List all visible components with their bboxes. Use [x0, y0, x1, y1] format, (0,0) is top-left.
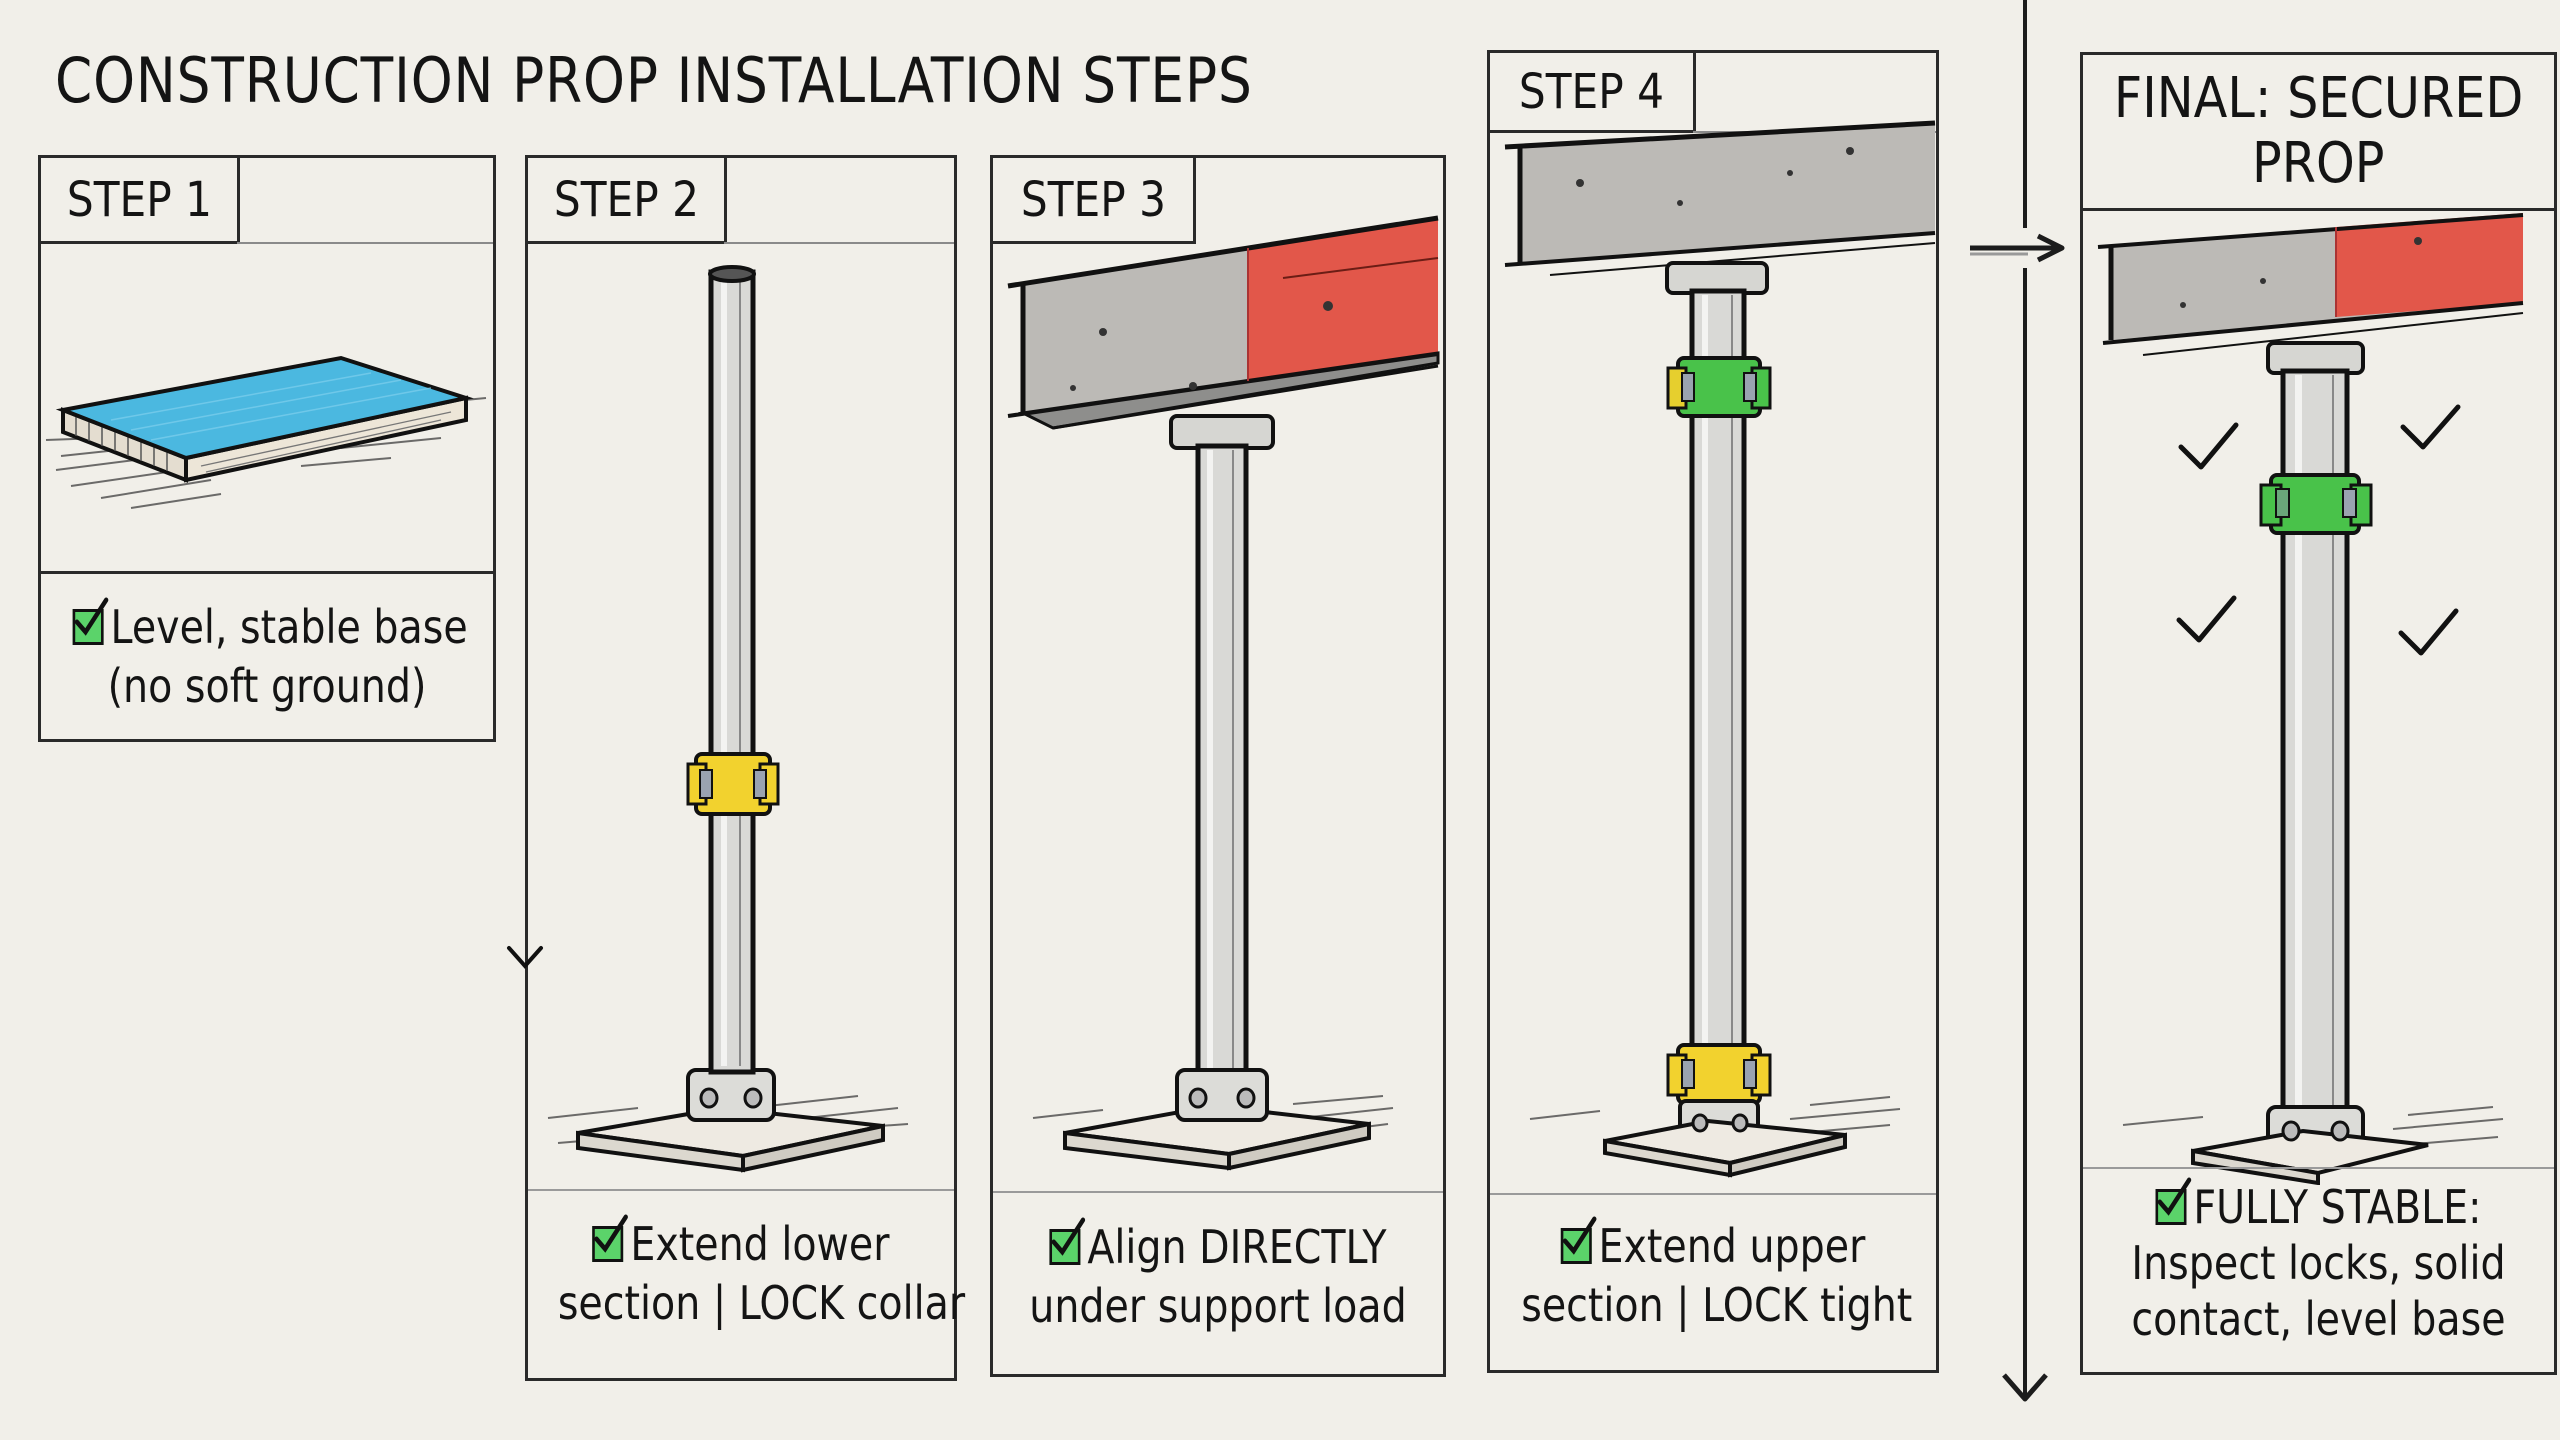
step-3-panel: STEP 3	[990, 155, 1446, 1377]
step-2-label: STEP 2	[553, 171, 699, 228]
caption-line: Extend upper	[1598, 1219, 1866, 1273]
caption-line: (no soft ground)	[107, 658, 427, 713]
prop-under-beam-illustration	[1007, 215, 1440, 1171]
page-title: CONSTRUCTION PROP INSTALLATION STEPS	[55, 44, 1253, 117]
blue-base-board-illustration	[45, 355, 487, 509]
divider-line-top	[2023, 0, 2027, 228]
prop-green-yellow-collars-illustration	[1504, 120, 1936, 1178]
step-1-header: STEP 1	[41, 158, 240, 244]
final-caption: FULLY STABLE: Inspect locks, solid conta…	[2083, 1177, 2554, 1347]
caption-divider	[528, 1189, 954, 1191]
checkbox-checked-icon	[72, 597, 109, 645]
checkbox-checked-icon	[2155, 1177, 2192, 1225]
caption-line: Level, stable base	[110, 600, 468, 654]
final-label-line-2: PROP	[2252, 130, 2385, 196]
caption-divider	[1490, 1193, 1936, 1195]
prop-with-yellow-collar-illustration	[547, 265, 909, 1173]
step-4-header: STEP 4	[1490, 53, 1696, 133]
step-4-caption: Extend upper section | LOCK tight	[1490, 1216, 1936, 1335]
step-2-panel: STEP 2	[525, 155, 966, 1381]
caption-divider	[993, 1191, 1443, 1193]
step-4-label: STEP 4	[1518, 63, 1665, 120]
header-rule	[237, 242, 493, 244]
secured-prop-illustration	[2097, 213, 2524, 1185]
step-2-header: STEP 2	[528, 158, 727, 244]
arrow-right-icon	[1970, 233, 2065, 263]
step-1-caption: Level, stable base (no soft ground)	[41, 597, 493, 716]
final-panel: FINAL: SECURED PROP	[2080, 52, 2557, 1375]
step-3-label: STEP 3	[1020, 171, 1166, 228]
caption-line: FULLY STABLE:	[2193, 1180, 2482, 1234]
arrow-down-icon	[2002, 1373, 2048, 1402]
caption-line: Extend lower	[630, 1217, 890, 1271]
checkbox-checked-icon	[592, 1214, 629, 1262]
final-label-line-1: FINAL: SECURED	[2113, 66, 2524, 132]
step-1-panel: STEP 1	[38, 155, 496, 742]
divider-line-bottom	[2023, 268, 2027, 1398]
caption-line: section | LOCK tight	[1521, 1277, 1913, 1332]
checkbox-checked-icon	[1049, 1217, 1086, 1265]
arrow-down-icon	[507, 946, 543, 970]
checkmark-icons	[2176, 404, 2461, 656]
final-header: FINAL: SECURED PROP	[2083, 55, 2554, 211]
checkbox-checked-icon	[1560, 1216, 1597, 1264]
caption-line: contact, level base	[2131, 1292, 2506, 1347]
step-2-caption: Extend lower section | LOCK collar	[528, 1214, 966, 1333]
step-3-header: STEP 3	[993, 158, 1196, 244]
caption-divider	[2083, 1167, 2554, 1169]
caption-line: section | LOCK collar	[557, 1275, 966, 1330]
caption-line: under support load	[1029, 1278, 1407, 1333]
caption-divider	[41, 571, 493, 574]
caption-line: Inspect locks, solid	[2131, 1236, 2506, 1291]
caption-line: Align DIRECTLY	[1087, 1220, 1387, 1274]
step-4-panel: STEP 4	[1487, 50, 1939, 1373]
step-1-label: STEP 1	[66, 171, 212, 228]
step-3-caption: Align DIRECTLY under support load	[993, 1217, 1443, 1336]
header-rule	[724, 242, 954, 244]
